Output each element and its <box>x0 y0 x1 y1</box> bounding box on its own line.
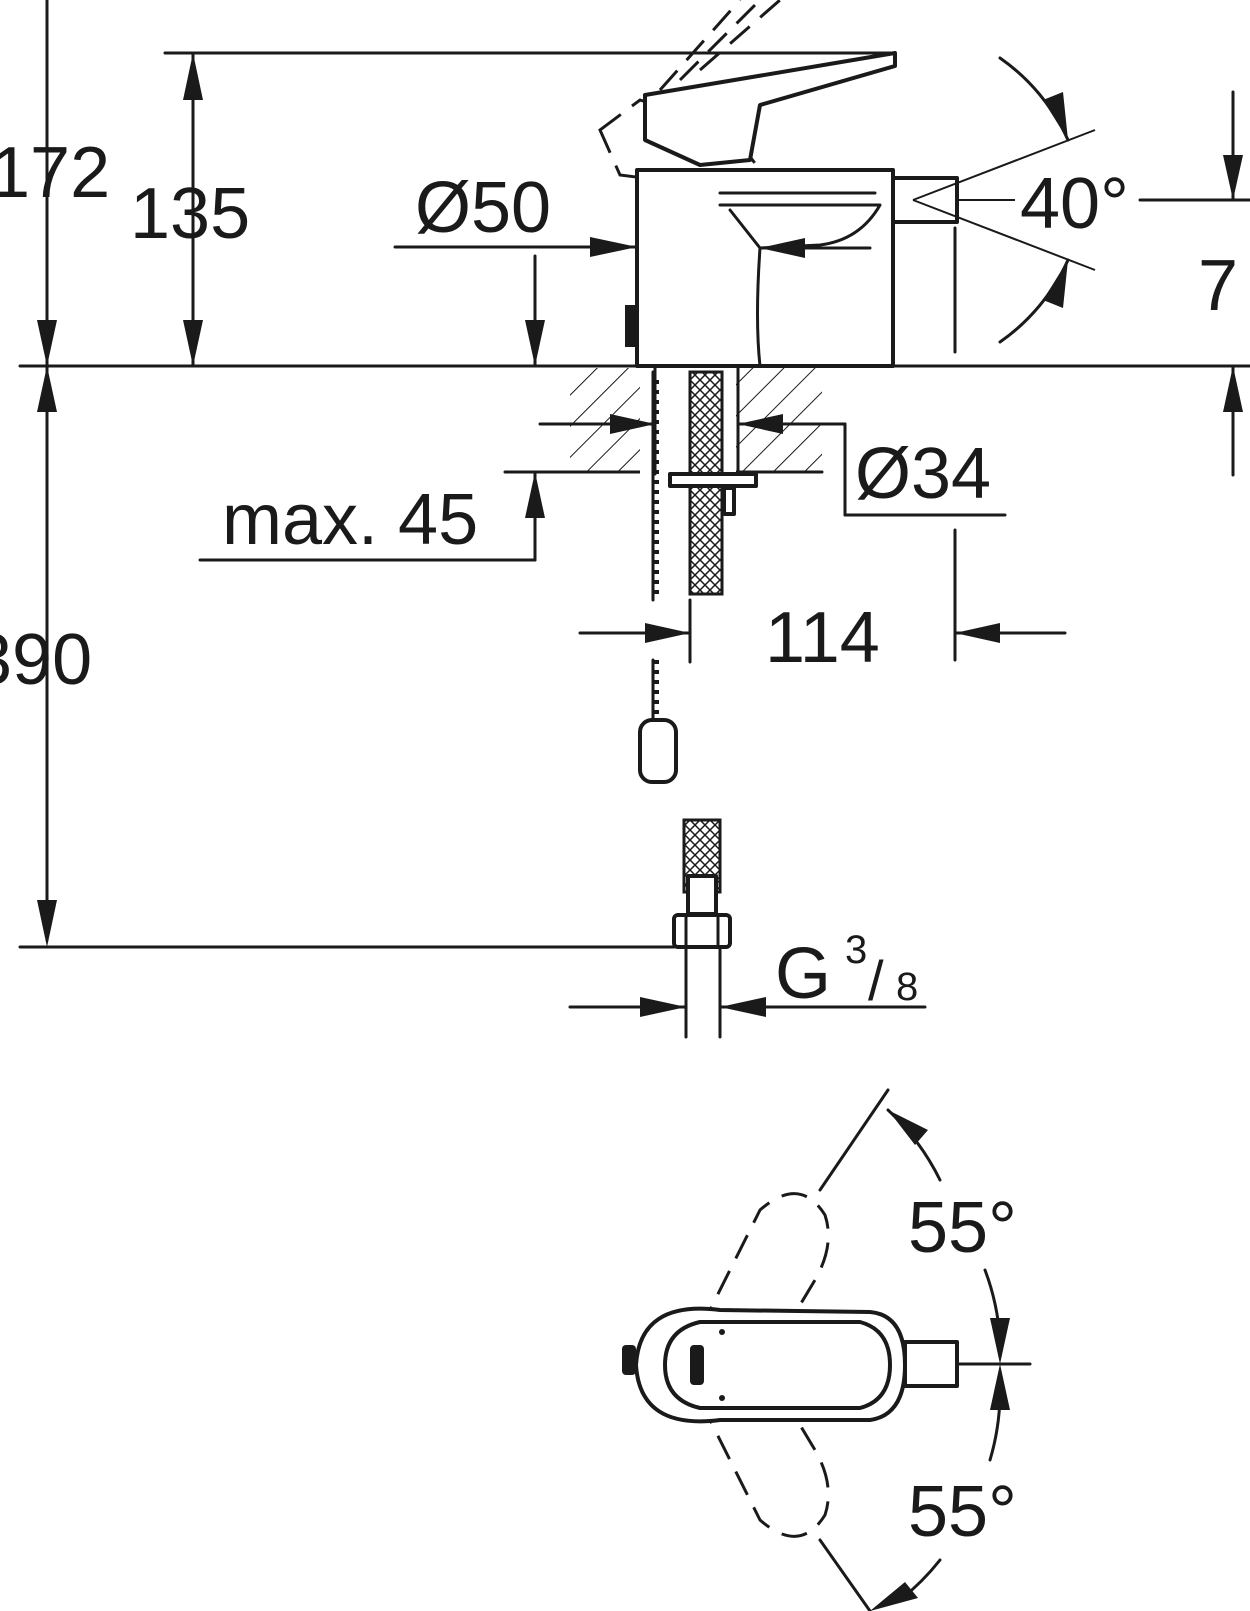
popup-knob <box>625 305 637 347</box>
dim-angle-top: 55° <box>908 1188 1017 1268</box>
lever-raised-outline <box>598 0 781 182</box>
spout-nozzle <box>891 129 1096 271</box>
dim-width-114: 114 <box>765 598 880 678</box>
dim-height-172: 172 <box>0 133 110 213</box>
mixer-body <box>625 168 895 368</box>
top-lever <box>663 1320 892 1410</box>
dim-height-135: 135 <box>130 174 250 254</box>
dim-height-7: 7 <box>1198 246 1238 326</box>
top-indicator-mark <box>690 1345 704 1385</box>
top-nozzle <box>903 1340 959 1388</box>
lever <box>643 51 897 167</box>
lever-swivel-up <box>698 1192 830 1356</box>
dimension-lines <box>18 0 1250 1017</box>
top-popup-knob <box>622 1345 636 1375</box>
dim-max-45: max. 45 <box>222 480 478 560</box>
side-view: 172 135 Ø50 40° 7 Ø34 max. 45 114 390 G … <box>0 0 1250 1039</box>
popup-weight <box>638 718 678 784</box>
dim-thread-g38: G 3 / 8 <box>775 928 918 1014</box>
dim-diameter-34: Ø34 <box>855 434 991 514</box>
supply-pipes <box>638 370 758 784</box>
dim-angle-bottom: 55° <box>908 1472 1017 1552</box>
dim-height-390: 390 <box>0 620 92 700</box>
dim-diameter-50: Ø50 <box>415 168 551 248</box>
lever-swivel-down <box>698 1374 830 1538</box>
svg-text:3: 3 <box>845 928 867 972</box>
dim-angle-spout: 40° <box>1020 164 1129 244</box>
top-view: 55° 55° <box>622 1088 1032 1611</box>
hose-connector <box>672 818 732 1039</box>
svg-text:G: G <box>775 934 831 1014</box>
svg-text:/: / <box>868 949 884 1012</box>
svg-text:8: 8 <box>896 965 918 1009</box>
